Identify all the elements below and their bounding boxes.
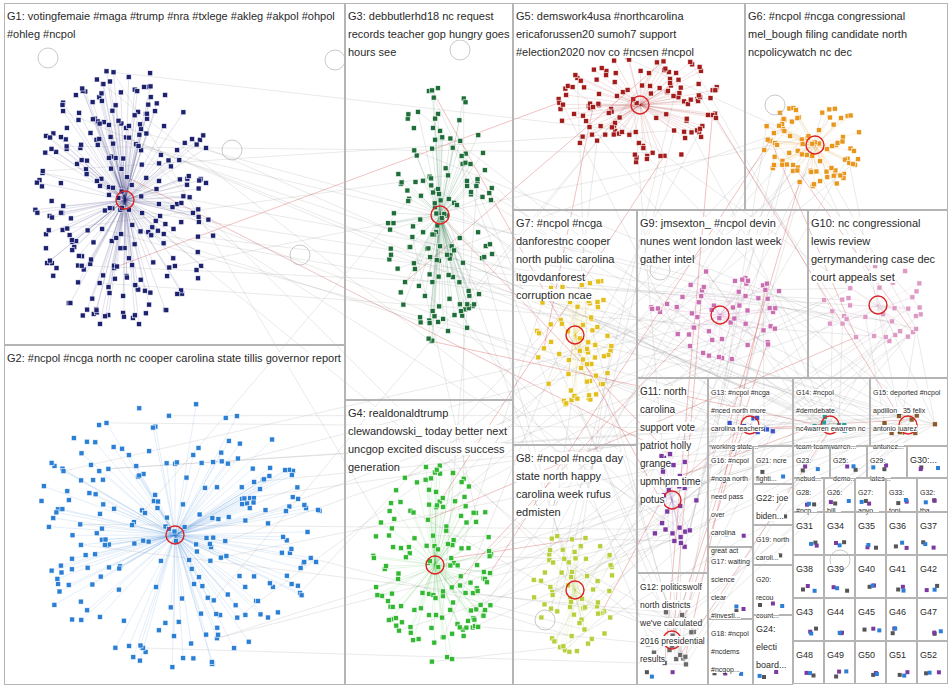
group-panel: G25: demo...	[830, 446, 867, 478]
group-label: G5: demswork4usa #northcarolina ericafor…	[516, 10, 694, 58]
group-panel: G15: deported #ncpol apdillon_ 35 felix …	[870, 378, 948, 446]
group-panel: G51	[886, 641, 917, 684]
group-panel: G52	[917, 641, 948, 684]
group-panel: G3: debbutlerhd18 nc request records tea…	[345, 3, 513, 400]
group-panel: G31	[793, 512, 824, 555]
group-label: G40	[858, 564, 875, 574]
group-panel: G35	[855, 512, 886, 555]
group-panel: G44	[824, 598, 855, 641]
group-panel: G11: north carolina support vote patriot…	[637, 378, 708, 573]
group-label: G7: #ncpol #ncga danforestnc cooper nort…	[516, 217, 614, 301]
group-label: G13: #ncpol #ncga #nced north more carol…	[711, 389, 770, 450]
group-label: G16: #ncpol #ncga north need pass over c…	[711, 457, 749, 554]
group-label: G8: #ncpol #ncga day state north happy c…	[516, 452, 623, 518]
group-label: G28: #ncp...	[796, 489, 817, 514]
group-panel: G17: waiting science clear #investi...	[708, 547, 753, 619]
group-panel: G47	[917, 598, 948, 641]
group-label: G14: #ncpol #demdebate nc4warren ewarren…	[796, 389, 865, 450]
group-panel: G2: #ncpol #ncga north nc cooper carolin…	[4, 345, 345, 685]
group-panel: G18: #ncpol #ncdems #ncgop...	[708, 619, 753, 685]
group-panel: G20: recou count...	[753, 565, 793, 615]
group-label: G34	[827, 521, 844, 531]
group-panel: G6: #ncpol #ncga congressional mel_bough…	[745, 3, 948, 210]
group-label: G42	[920, 564, 937, 574]
group-label: G19: north caroli...	[756, 536, 789, 561]
group-panel: G16: #ncpol #ncga north need pass over c…	[708, 446, 753, 547]
group-label: G2: #ncpol #ncga north nc cooper carolin…	[7, 352, 341, 364]
group-panel: G23: ncbud...	[793, 446, 830, 478]
group-panel: G1: votingfemaie #maga #trump #nra #txle…	[4, 3, 345, 345]
group-label: G43	[796, 607, 813, 617]
group-label: G6: #ncpol #ncga congressional mel_bough…	[748, 10, 907, 58]
group-panel: G38	[793, 555, 824, 598]
group-label: G26: bill...	[827, 489, 842, 514]
group-label: G41	[889, 564, 906, 574]
group-panel: G48	[793, 641, 824, 684]
group-panel: G39	[824, 555, 855, 598]
group-label: G17: waiting science clear #investi...	[711, 558, 750, 619]
group-panel: G43	[793, 598, 824, 641]
group-panel: G8: #ncpol #ncga day state north happy c…	[513, 445, 637, 685]
group-label: G22: joe biden...	[756, 493, 788, 521]
group-panel: G37	[917, 512, 948, 555]
group-label: G11: north carolina support vote patriot…	[640, 386, 701, 505]
group-label: G4: realdonaldtrump clewandowski_ today …	[348, 407, 507, 473]
group-panel: G19: north caroli...	[753, 525, 793, 565]
group-label: G1: votingfemaie #maga #trump #nra #txle…	[7, 10, 335, 40]
group-panel: G9: jmsexton_ #ncpol devin nunes went lo…	[637, 210, 808, 378]
group-label: G45	[858, 607, 875, 617]
group-panel: G46	[886, 598, 917, 641]
group-label: G35	[858, 521, 875, 531]
group-label: G9: jmsexton_ #ncpol devin nunes went lo…	[640, 217, 781, 265]
group-label: G3: debbutlerhd18 nc request records tea…	[348, 10, 509, 58]
group-label: G48	[796, 650, 813, 660]
group-panel: G30:...	[907, 446, 948, 478]
group-panel: G12: politicswolf north districts we've …	[637, 573, 708, 685]
group-panel: G40	[855, 555, 886, 598]
group-label: G18: #ncpol #ncdems #ncgop...	[711, 630, 749, 673]
group-label: G52	[920, 650, 937, 660]
group-label: G21: ncre fighti...	[756, 457, 787, 482]
group-label: G38	[796, 564, 813, 574]
group-label: G15: deported #ncpol apdillon_ 35 felix …	[873, 389, 940, 450]
group-panel: G34	[824, 512, 855, 555]
group-panel: G32: tha larr...	[917, 478, 948, 512]
group-label: G36	[889, 521, 906, 531]
group-label: G31	[796, 521, 813, 531]
group-panel: G10: nc congressional lewis review gerry…	[808, 210, 948, 378]
group-panel: G49	[824, 641, 855, 684]
group-label: G49	[827, 650, 844, 660]
group-label: G47	[920, 607, 937, 617]
group-label: G50	[858, 650, 875, 660]
group-panel: G13: #ncpol #ncga #nced north more carol…	[708, 378, 793, 446]
group-label: G20: recou count...	[756, 576, 779, 619]
group-label: G46	[889, 607, 906, 617]
group-panel: G36	[886, 512, 917, 555]
group-panel: G42	[917, 555, 948, 598]
group-panel: G26: bill...	[824, 478, 855, 512]
group-label: G44	[827, 607, 844, 617]
group-panel: G29: lates...	[867, 446, 907, 478]
group-label: G10: nc congressional lewis review gerry…	[811, 217, 935, 283]
group-panel: G24: electi board...	[753, 615, 793, 685]
group-panel: G45	[855, 598, 886, 641]
group-panel: G27: anyo...	[855, 478, 886, 512]
group-label: G51	[889, 650, 906, 660]
group-label: G27: anyo...	[858, 489, 879, 514]
group-label: G37	[920, 521, 937, 531]
group-panel: G33: toni rsv...	[886, 478, 917, 512]
group-panel: G21: ncre fighti...	[753, 446, 793, 484]
group-panel: G4: realdonaldtrump clewandowski_ today …	[345, 400, 513, 685]
group-panel: G50	[855, 641, 886, 684]
group-panel: G7: #ncpol #ncga danforestnc cooper nort…	[513, 210, 637, 445]
group-label: G24: electi board...	[756, 624, 787, 670]
group-panel: G5: demswork4usa #northcarolina ericafor…	[513, 3, 745, 210]
group-panel: G41	[886, 555, 917, 598]
group-label: G30:...	[910, 455, 937, 465]
group-panel: G28: #ncp...	[793, 478, 824, 512]
group-panel: G22: joe biden...	[753, 484, 793, 525]
group-panel: G14: #ncpol #demdebate nc4warren ewarren…	[793, 378, 870, 446]
group-label: G39	[827, 564, 844, 574]
group-label: G12: politicswolf north districts we've …	[640, 582, 705, 664]
